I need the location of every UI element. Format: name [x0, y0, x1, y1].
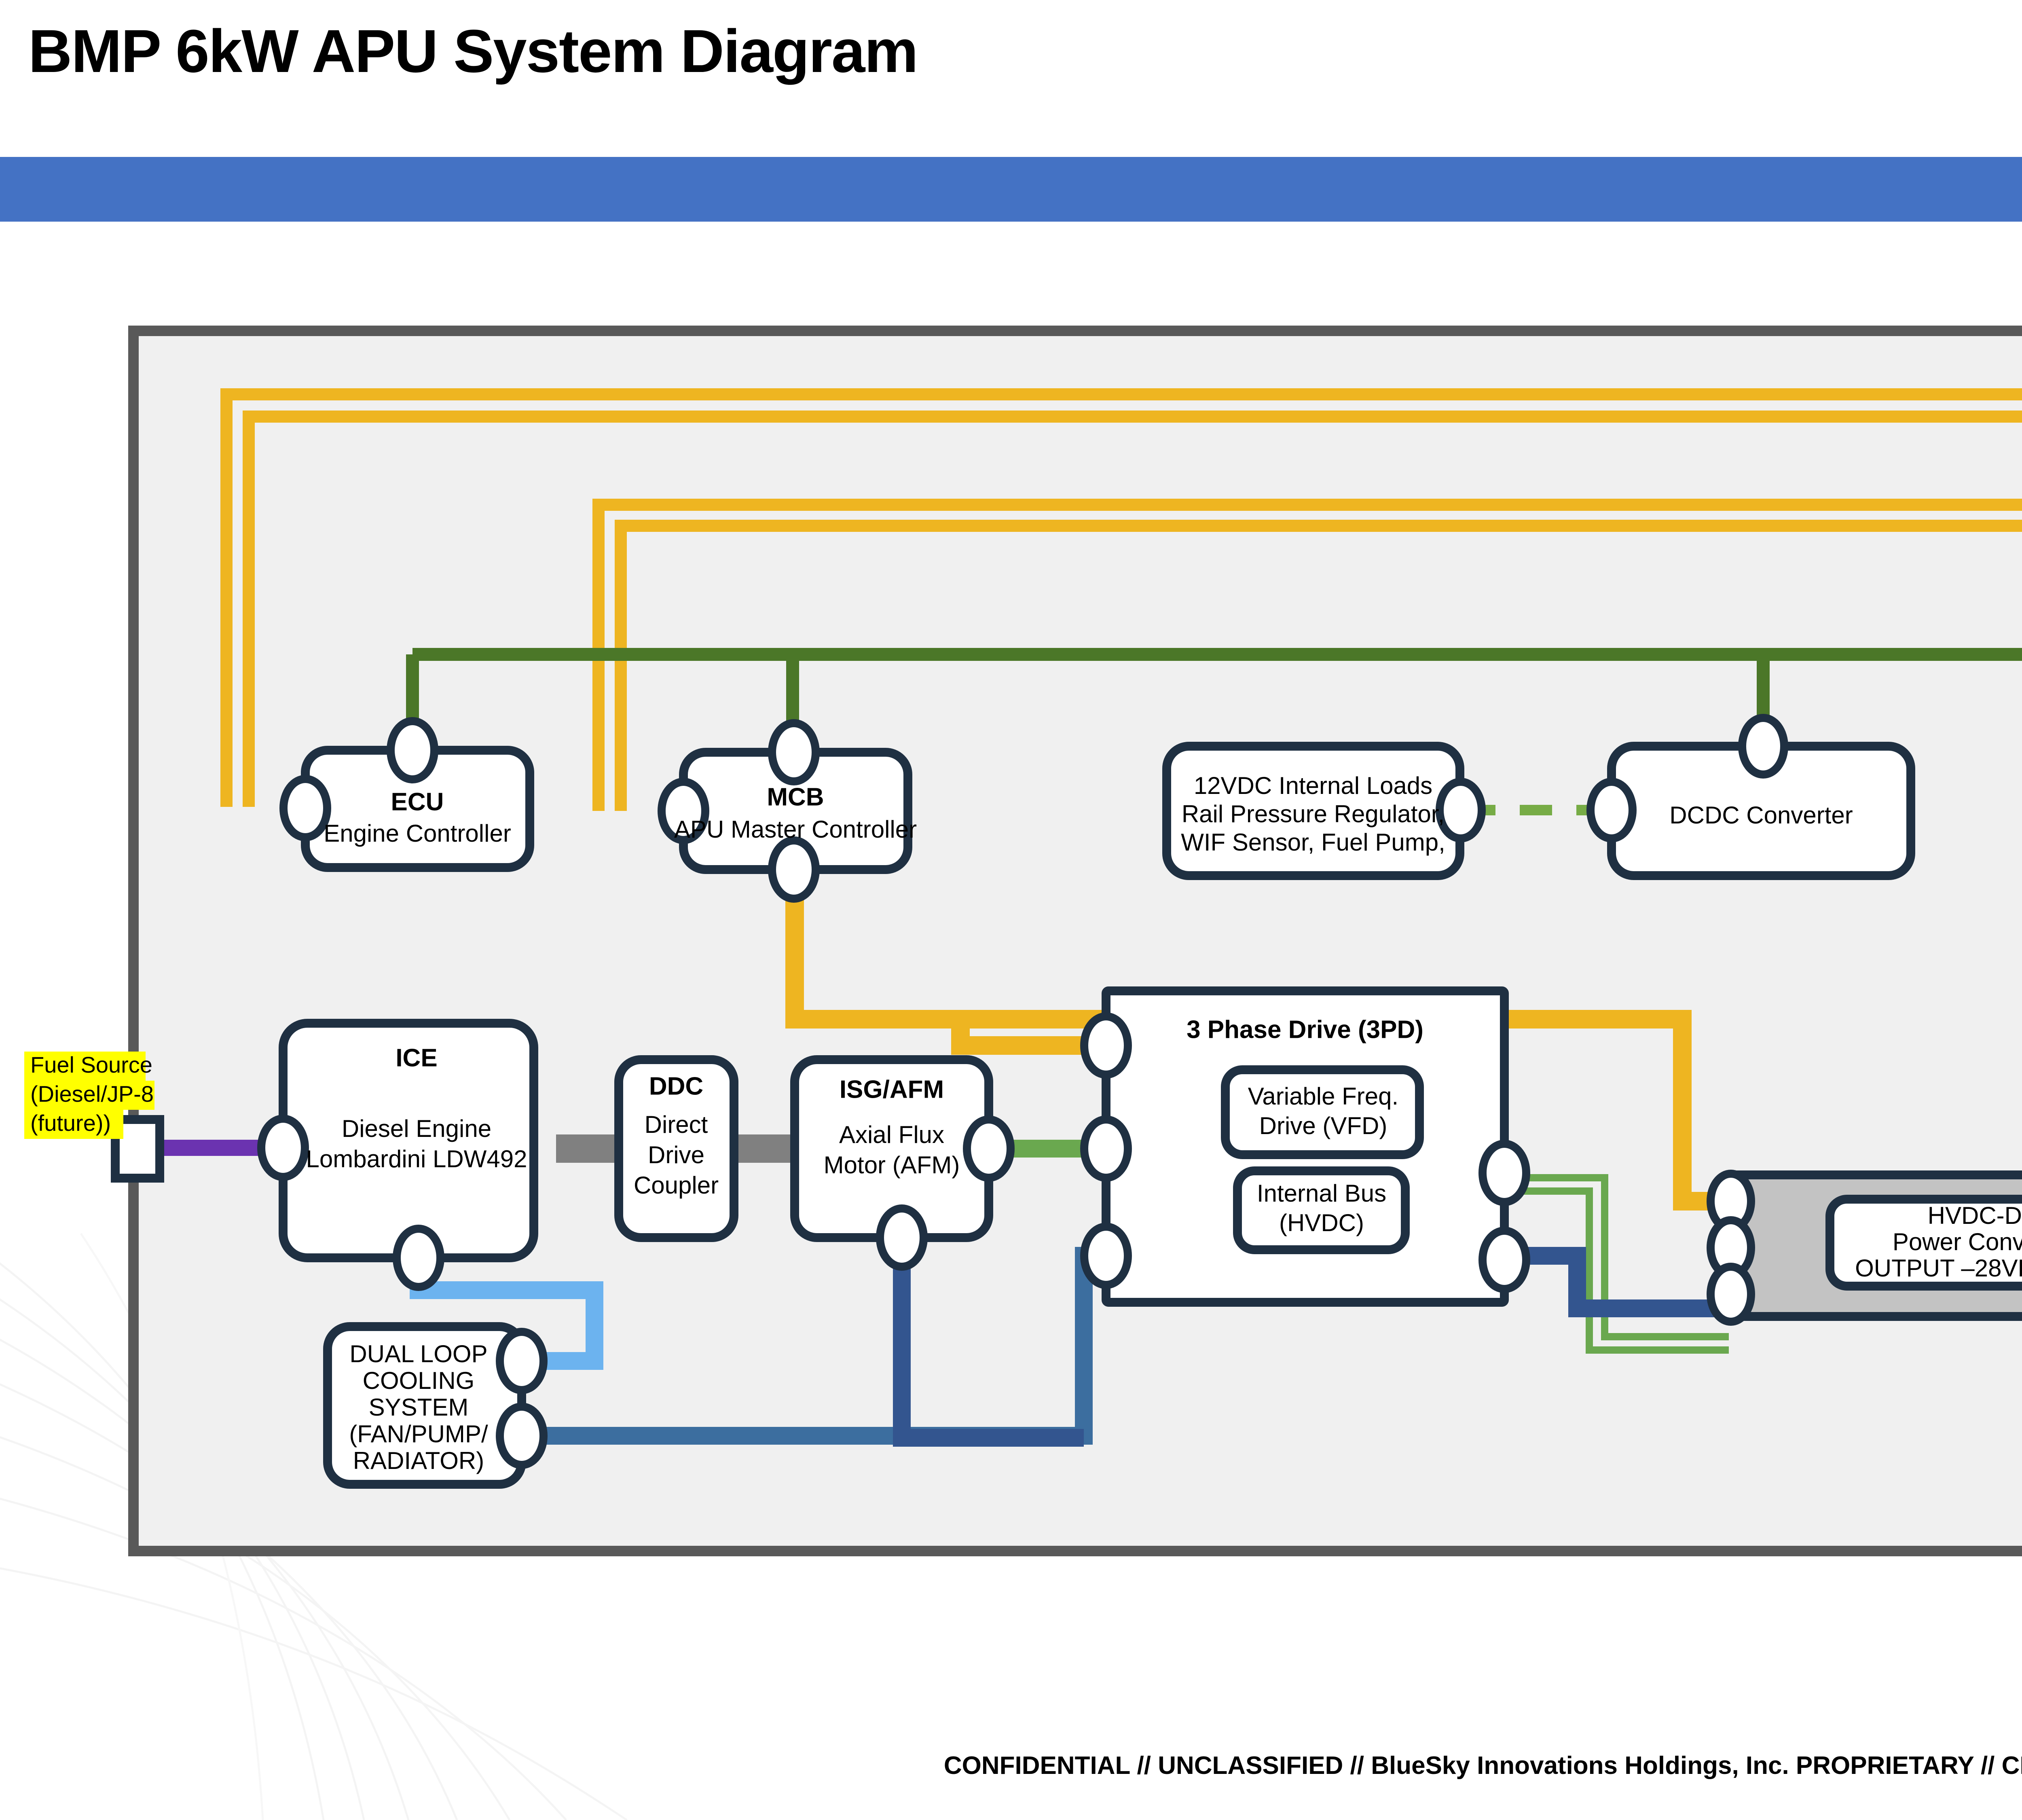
- node-ecu[interactable]: ECU Engine Controller: [279, 717, 534, 872]
- wire-canbus-external-ecu: [220, 388, 2022, 807]
- shaft-ddc-isg: [732, 1134, 795, 1163]
- svg-text:(future)): (future)): [30, 1110, 111, 1136]
- cooling-line5: RADIATOR): [353, 1447, 484, 1474]
- port-mcb-top: [768, 719, 820, 785]
- connector-fuel-inlet[interactable]: [111, 1115, 164, 1183]
- port-ecu-top: [387, 717, 438, 783]
- ice-title: ICE: [396, 1044, 437, 1072]
- hvdc-line2: (HVDC): [1279, 1209, 1364, 1236]
- ddc-title: DDC: [649, 1072, 703, 1100]
- mcb-subtitle: APU Master Controller: [674, 816, 917, 843]
- node-isg-afm[interactable]: ISG/AFM Axial Flux Motor (AFM): [790, 1055, 1015, 1271]
- page-title: BMP 6kW APU System Diagram: [28, 17, 918, 85]
- node-dual-loop-cooling[interactable]: DUAL LOOP COOLING SYSTEM (FAN/PUMP/ RADI…: [323, 1322, 548, 1489]
- ecu-subtitle: Engine Controller: [324, 820, 511, 847]
- port-dcdc-top: [1738, 714, 1788, 779]
- port-ice-bottom: [393, 1225, 444, 1291]
- node-mcb[interactable]: MCB APU Master Controller: [658, 719, 917, 903]
- wire-tms: [1504, 1247, 1731, 1317]
- subnode-vfd[interactable]: Variable Freq. Drive (VFD): [1221, 1065, 1424, 1159]
- ecu-title: ECU: [391, 788, 444, 816]
- port-isg-bottom: [876, 1204, 928, 1271]
- cooling-line3: SYSTEM: [369, 1394, 469, 1421]
- port-3pd-left-canbus: [1080, 1012, 1132, 1079]
- loads12v-line3: WIF Sensor, Fuel Pump,: [1181, 829, 1445, 856]
- port-12vdc-right: [1436, 778, 1486, 842]
- svg-text:(Diesel/JP-8: (Diesel/JP-8: [30, 1081, 154, 1107]
- annotation-fuel-source: Fuel Source (Diesel/JP-8 (future)): [24, 1052, 154, 1139]
- ddc-line1: Direct: [645, 1111, 708, 1138]
- node-12vdc-internal-loads[interactable]: 12VDC Internal Loads Rail Pressure Regul…: [1162, 742, 1486, 880]
- hvdc-line1: Internal Bus: [1257, 1180, 1386, 1207]
- port-ice-left: [257, 1115, 309, 1181]
- isg-line1: Axial Flux: [839, 1121, 944, 1148]
- vfd-line1: Variable Freq.: [1248, 1083, 1398, 1110]
- node-power-converter[interactable]: HVDC-DC Power Converter OUTPUT –28VDC 6K…: [1707, 1170, 2022, 1326]
- node-dcdc-converter[interactable]: DCDC Converter: [1586, 714, 1915, 880]
- ddc-line3: Coupler: [634, 1172, 719, 1199]
- node-ice[interactable]: ICE Diesel Engine Lombardini LDW492: [257, 1019, 538, 1291]
- port-ecu-left: [279, 775, 331, 841]
- port-cooling-engine: [496, 1328, 548, 1394]
- converter-line1: HVDC-DC: [1928, 1202, 2022, 1229]
- node-ddc[interactable]: DDC Direct Drive Coupler: [614, 1055, 738, 1242]
- shaft-ice-ddc: [556, 1134, 619, 1163]
- cooling-line2: COOLING: [363, 1367, 475, 1394]
- port-mcb-bottom: [768, 836, 820, 903]
- port-mcb-left: [658, 778, 709, 844]
- ice-line2: Lombardini LDW492: [306, 1145, 527, 1172]
- port-isg-right: [963, 1115, 1015, 1182]
- node-3-phase-drive[interactable]: 3 Phase Drive (3PD) Variable Freq. Drive…: [1080, 986, 1530, 1307]
- vfd-line2: Drive (VFD): [1259, 1112, 1387, 1139]
- ddc-line2: Drive: [648, 1141, 704, 1168]
- cooling-line1: DUAL LOOP: [349, 1340, 487, 1367]
- wire-tms-isg: [893, 1238, 1084, 1447]
- port-3pd-left-cooling: [1080, 1223, 1132, 1289]
- converter-line3: OUTPUT –28VDC 6KW: [1855, 1255, 2022, 1282]
- dcdc-label: DCDC Converter: [1669, 802, 1853, 829]
- svg-text:Fuel Source: Fuel Source: [30, 1052, 152, 1077]
- wire-canbus-internal: [785, 896, 1727, 1211]
- cooling-line4: (FAN/PUMP/: [349, 1420, 488, 1448]
- footer-classification: CONFIDENTIAL // UNCLASSIFIED // BlueSky …: [943, 1752, 2022, 1780]
- port-converter-tms: [1707, 1263, 1755, 1326]
- loads12v-line2: Rail Pressure Regulator,: [1182, 800, 1445, 827]
- wire-canbus-external-mcb: [592, 499, 2022, 811]
- isg-line2: Motor (AFM): [824, 1151, 960, 1179]
- drive3pd-title: 3 Phase Drive (3PD): [1187, 1016, 1423, 1043]
- mcb-title: MCB: [767, 783, 824, 811]
- ice-line1: Diesel Engine: [342, 1115, 491, 1142]
- port-3pd-right-tms: [1478, 1227, 1530, 1293]
- port-cooling-electronics: [496, 1403, 548, 1469]
- loads12v-line1: 12VDC Internal Loads: [1194, 772, 1432, 799]
- subnode-internal-bus[interactable]: Internal Bus (HVDC): [1233, 1166, 1410, 1254]
- converter-line2: Power Converter: [1893, 1228, 2022, 1255]
- port-dcdc-left: [1586, 778, 1637, 842]
- port-3pd-right-hvdc: [1478, 1140, 1530, 1206]
- brand-color-bar: [0, 157, 2022, 222]
- isg-title: ISG/AFM: [840, 1075, 944, 1103]
- wire-hvdc-internal: [1504, 1174, 1729, 1354]
- port-3pd-left-3phase: [1080, 1115, 1132, 1182]
